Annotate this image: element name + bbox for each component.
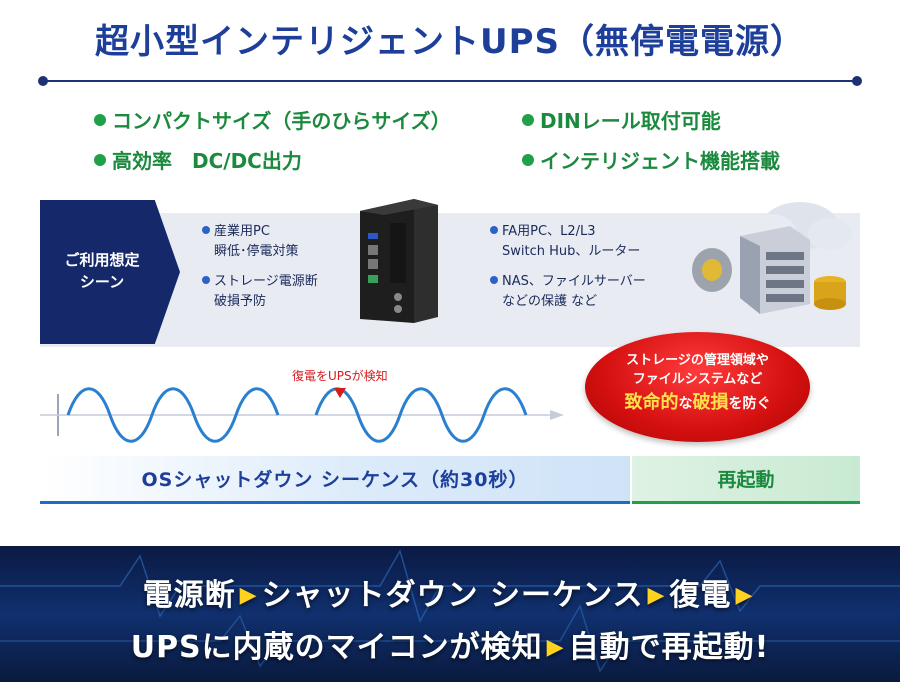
- bullet-icon: [202, 226, 210, 234]
- flow-banner: 電源断▶シャットダウン シーケンス▶復電▶ UPSに内蔵のマイコンが検知▶自動で…: [0, 546, 900, 682]
- bullet-icon: [94, 114, 106, 126]
- arrow-right-icon: ▶: [647, 583, 666, 608]
- divider-dot-left: [38, 76, 48, 86]
- usage-scenes-tag: ご利用想定シーン: [40, 200, 180, 344]
- usage-item-fa-pc: FA用PC、L2/L3 Switch Hub、ルーター: [490, 222, 640, 261]
- server-storage-illustration: [692, 202, 852, 314]
- shutdown-sequence-bar: OSシャットダウン シーケンス（約30秒）: [40, 456, 630, 504]
- power-restore-note: 復電をUPSが検知: [292, 369, 388, 383]
- bullet-icon: [522, 114, 534, 126]
- bullet-icon: [490, 276, 498, 284]
- pulse-line-decoration: [0, 549, 900, 673]
- power-waveform: [40, 387, 564, 443]
- bullet-icon: [522, 154, 534, 166]
- restart-bar: 再起動: [632, 456, 860, 504]
- feature-din-rail: DINレール取付可能: [522, 105, 721, 134]
- protection-callout: ストレージの管理領域や ファイルシステムなど 致命的な破損を防ぐ: [585, 332, 810, 442]
- bullet-icon: [94, 154, 106, 166]
- usage-item-nas: NAS、ファイルサーバー などの保護 など: [490, 272, 646, 311]
- page-title: 超小型インテリジェントUPS（無停電電源）: [94, 22, 805, 62]
- arrow-right-icon: ▶: [239, 583, 258, 608]
- bullet-icon: [202, 276, 210, 284]
- usage-item-industrial-pc: 産業用PC 瞬低･停電対策: [202, 222, 299, 261]
- banner-row-2: UPSに内蔵のマイコンが検知▶自動で再起動!: [130, 630, 770, 665]
- feature-efficiency: 高効率 DC/DC出力: [94, 145, 302, 174]
- banner-row-1: 電源断▶シャットダウン シーケンス▶復電▶: [142, 578, 754, 613]
- divider-dot-right: [852, 76, 862, 86]
- usage-item-storage: ストレージ電源断 破損予防: [202, 272, 318, 311]
- bullet-icon: [490, 226, 498, 234]
- feature-intelligent: インテリジェント機能搭載: [522, 145, 780, 174]
- arrow-right-icon: ▶: [735, 583, 754, 608]
- ups-device-image: [360, 199, 438, 323]
- title-divider: [40, 80, 860, 82]
- arrow-right-icon: ▶: [546, 635, 565, 660]
- feature-compact: コンパクトサイズ（手のひらサイズ）: [94, 105, 451, 134]
